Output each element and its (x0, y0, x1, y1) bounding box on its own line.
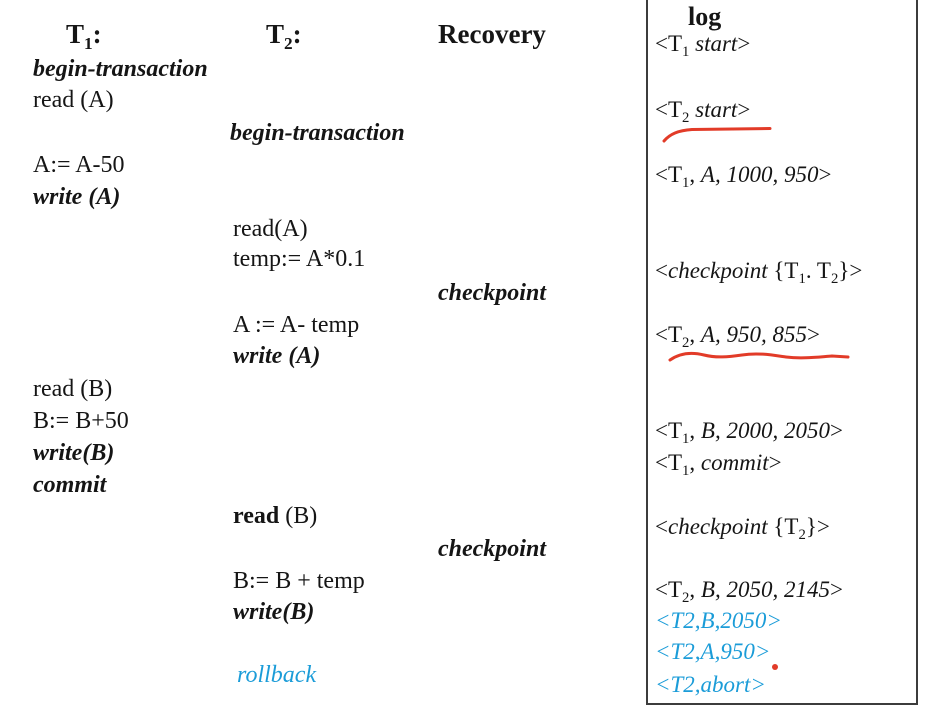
t2-read-a: read(A) (233, 216, 308, 242)
t1-assign-b: B:= B+50 (33, 408, 129, 434)
t2-temp-assign: temp:= A*0.1 (233, 246, 366, 272)
t1-commit: commit (33, 472, 107, 498)
log-entry-t1-a: <T1, A, 1000, 950> (655, 162, 832, 191)
t2-write-a: write (A) (233, 343, 321, 369)
t2-column-header: T2: (266, 19, 302, 53)
log-entry-t1-commit: <T1, commit> (655, 450, 782, 479)
t2-begin-transaction: begin-transaction (230, 120, 405, 146)
log-entry-t1-start: <T1 start> (655, 31, 751, 60)
log-box (646, 0, 918, 705)
t1-write-b: write(B) (33, 440, 115, 466)
t1-assign-a: A:= A-50 (33, 152, 125, 178)
t1-read-b: read (B) (33, 376, 113, 402)
recovery-checkpoint-1: checkpoint (438, 280, 546, 306)
t1-write-a: write (A) (33, 184, 121, 210)
t1-begin-transaction: begin-transaction (33, 56, 208, 82)
t2-write-b: write(B) (233, 599, 315, 625)
log-entry-t2-b: <T2, B, 2050, 2145> (655, 577, 843, 606)
log-entry-undo-abort: <T2,abort> (655, 672, 766, 697)
log-entry-checkpoint-t2: <checkpoint {T2}> (655, 514, 830, 543)
log-entry-t2-start: <T2 start> (655, 97, 751, 126)
log-entry-t2-a: <T2, A, 950, 855> (655, 322, 820, 351)
t1-column-header: T1: (66, 19, 102, 53)
t2-assign-b: B:= B + temp (233, 568, 365, 594)
t1-read-a: read (A) (33, 87, 114, 113)
t2-assign-a: A := A- temp (233, 312, 360, 338)
recovery-checkpoint-2: checkpoint (438, 536, 546, 562)
t2-read-b: read (B) (233, 503, 318, 529)
log-entry-undo-a: <T2,A,950> (655, 639, 771, 664)
log-entry-undo-b: <T2,B,2050> (655, 608, 782, 633)
recovery-column-header: Recovery (438, 19, 546, 49)
log-header: log (688, 2, 722, 31)
t2-rollback: rollback (237, 662, 317, 688)
log-entry-checkpoint-t1-t2: <checkpoint {T1. T2}> (655, 258, 863, 287)
log-entry-t1-b: <T1, B, 2000, 2050> (655, 418, 843, 447)
